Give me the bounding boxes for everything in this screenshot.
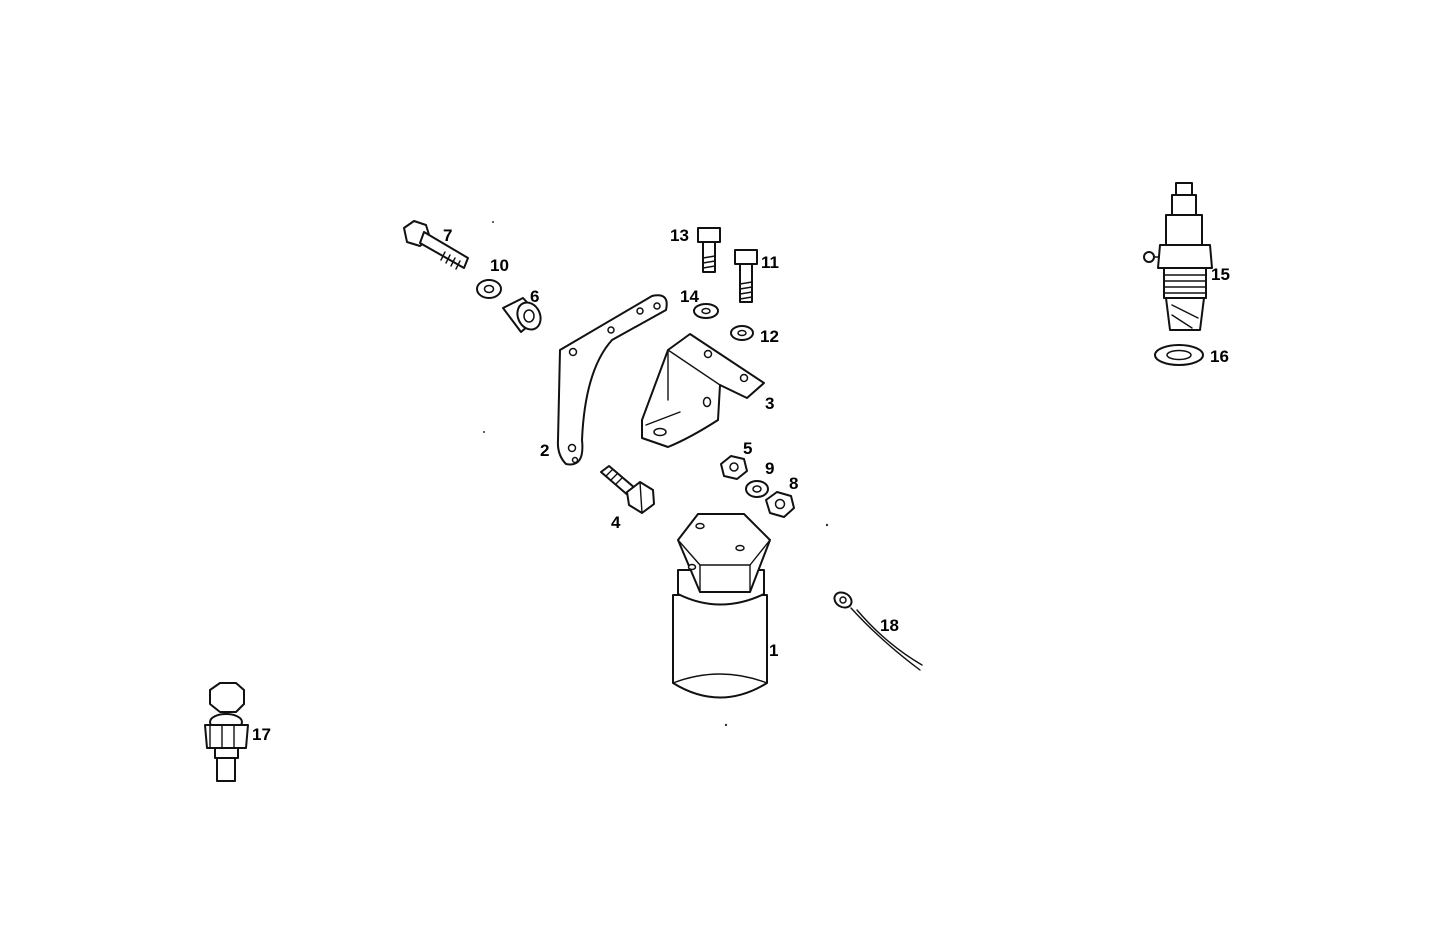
callout-17: 17 bbox=[252, 725, 271, 744]
callout-3: 3 bbox=[765, 394, 774, 413]
callout-16: 16 bbox=[1210, 347, 1229, 366]
callout-15: 15 bbox=[1211, 265, 1230, 284]
part-17-switch bbox=[204, 682, 249, 782]
scan-specks bbox=[483, 221, 829, 727]
callout-8: 8 bbox=[789, 474, 798, 493]
callout-12: 12 bbox=[760, 327, 779, 346]
part-1-filter-canister bbox=[672, 513, 771, 699]
part-13-bolt bbox=[697, 227, 721, 273]
callout-7: 7 bbox=[443, 226, 452, 245]
callout-13: 13 bbox=[670, 226, 689, 245]
part-6-bushing bbox=[502, 297, 542, 333]
callout-10: 10 bbox=[490, 256, 509, 275]
part-16-sealing-ring bbox=[1154, 344, 1204, 366]
callout-18: 18 bbox=[880, 616, 899, 635]
callout-labels: 1 2 3 4 5 6 7 8 9 10 11 12 13 14 15 16 1… bbox=[252, 226, 1230, 744]
callout-2: 2 bbox=[540, 441, 549, 460]
part-10-washer bbox=[476, 279, 502, 299]
part-2-curved-bracket bbox=[556, 294, 668, 466]
callout-6: 6 bbox=[530, 287, 539, 306]
part-15-sender bbox=[1143, 182, 1213, 331]
part-9-washer bbox=[745, 480, 769, 498]
part-12-washer bbox=[730, 325, 754, 341]
part-3-angle-bracket bbox=[641, 333, 765, 448]
callout-14: 14 bbox=[680, 287, 699, 306]
part-11-bolt bbox=[734, 249, 758, 303]
callout-4: 4 bbox=[611, 513, 621, 532]
callout-5: 5 bbox=[743, 439, 752, 458]
callout-9: 9 bbox=[765, 459, 774, 478]
callout-1: 1 bbox=[769, 641, 778, 660]
part-7-long-bolt bbox=[403, 220, 469, 270]
part-18-cable bbox=[833, 591, 923, 671]
callout-11: 11 bbox=[761, 253, 779, 272]
part-8-nut bbox=[765, 491, 795, 518]
part-4-bolt bbox=[600, 465, 655, 514]
part-5-nut bbox=[720, 455, 748, 480]
part-14-washer bbox=[693, 303, 719, 319]
